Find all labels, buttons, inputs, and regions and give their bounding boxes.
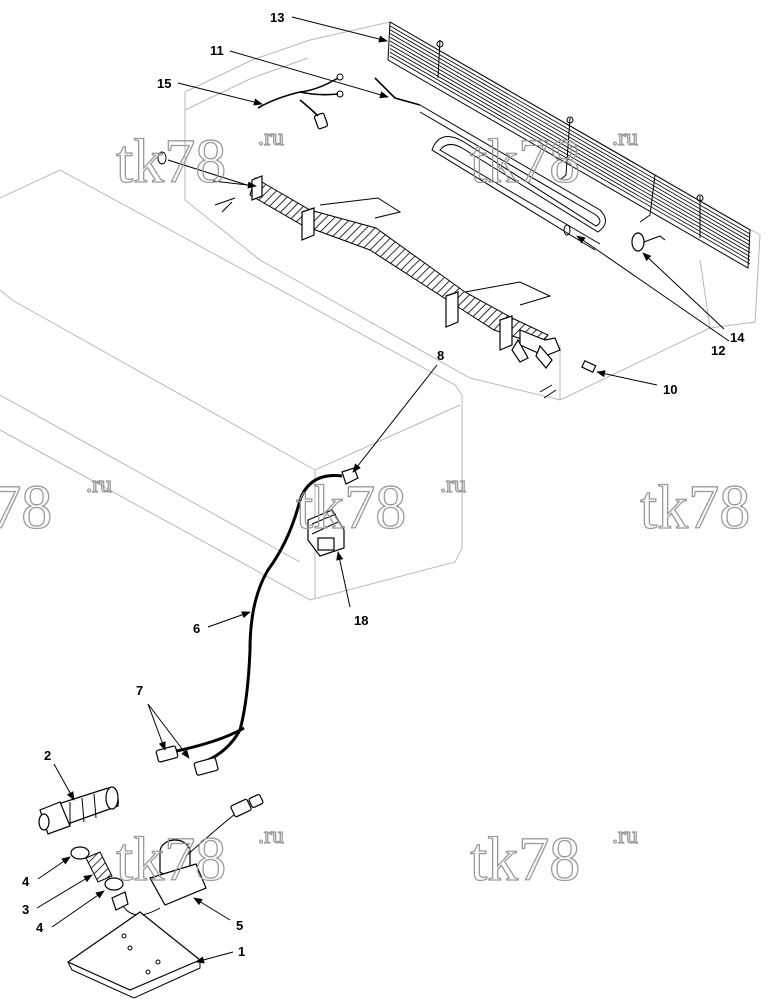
hose	[85, 851, 113, 883]
watermark: tk78 .ru tk78 .ru tk78 .ru tk78 .ru tk78…	[0, 124, 751, 894]
svg-text:tk78: tk78	[470, 128, 580, 196]
callout-5: 5	[236, 918, 243, 933]
watermark-item: tk78 .ru	[469, 124, 638, 196]
lower-cabinet-outline	[0, 169, 463, 601]
pump-motor	[38, 786, 119, 835]
watermark-item: tk78 .ru	[295, 471, 466, 542]
callout-18: 18	[354, 613, 368, 628]
solenoid-valve	[111, 793, 264, 916]
callout-14: 14	[730, 330, 745, 345]
callout-15: 15	[157, 76, 171, 91]
coil-fin-line	[389, 40, 751, 250]
coil-fin-line	[389, 25, 751, 235]
callout-12: 12	[711, 343, 725, 358]
callout-8: 8	[437, 348, 444, 363]
evaporator-tray	[157, 151, 552, 351]
main-cable	[171, 474, 343, 764]
svg-text:.ru: .ru	[440, 472, 466, 498]
svg-text:tk78: tk78	[296, 474, 406, 542]
svg-text:.ru: .ru	[612, 823, 638, 849]
svg-text:tk78: tk78	[116, 826, 226, 894]
thermostat-probe	[631, 232, 666, 252]
svg-text:tk78: tk78	[0, 474, 52, 542]
coil-fin-line	[389, 36, 751, 246]
callout-3: 3	[22, 902, 29, 917]
svg-text:tk78: tk78	[640, 474, 750, 542]
callout-13: 13	[270, 10, 284, 25]
watermark-item: tk78 .ru	[115, 822, 284, 894]
svg-text:.ru: .ru	[86, 472, 112, 498]
svg-text:.ru: .ru	[612, 125, 638, 151]
watermark-item: tk78 .ru	[115, 124, 284, 196]
coil-fin-line	[389, 33, 751, 242]
callout-labels: 13 11 15 14 12 10 8 18 6 7 2 4 3 4 5 1	[22, 10, 745, 959]
callout-1: 1	[238, 944, 245, 959]
svg-text:tk78: tk78	[116, 128, 226, 196]
watermark-item: tk78 .ru	[0, 471, 113, 542]
coil-fin-line	[389, 48, 751, 257]
coil-fin-line	[389, 44, 751, 254]
callout-11: 11	[210, 43, 224, 58]
callout-4-upper: 4	[22, 874, 30, 889]
callout-2: 2	[44, 748, 51, 763]
callout-4-lower: 4	[36, 920, 44, 935]
watermark-item: tk78 .ru	[469, 822, 638, 894]
condenser-coil	[387, 21, 751, 269]
callout-10: 10	[663, 382, 677, 397]
coil-fin-line	[389, 29, 751, 239]
callout-7: 7	[136, 683, 143, 698]
svg-text:.ru: .ru	[258, 125, 284, 151]
svg-text:.ru: .ru	[258, 823, 284, 849]
callout-6: 6	[193, 621, 200, 636]
coil-fin-line	[389, 51, 751, 261]
upper-cabinet-outline	[184, 21, 761, 401]
wire-harness	[257, 73, 344, 130]
mounting-bracket	[66, 911, 202, 999]
hose-clamps	[70, 846, 124, 891]
svg-text:tk78: tk78	[470, 826, 580, 894]
watermark-item: tk78	[639, 473, 751, 542]
drain-fittings	[511, 224, 597, 399]
heater-element	[374, 77, 606, 251]
leader-lines	[36, 16, 730, 964]
coil-fin-line	[389, 55, 751, 265]
